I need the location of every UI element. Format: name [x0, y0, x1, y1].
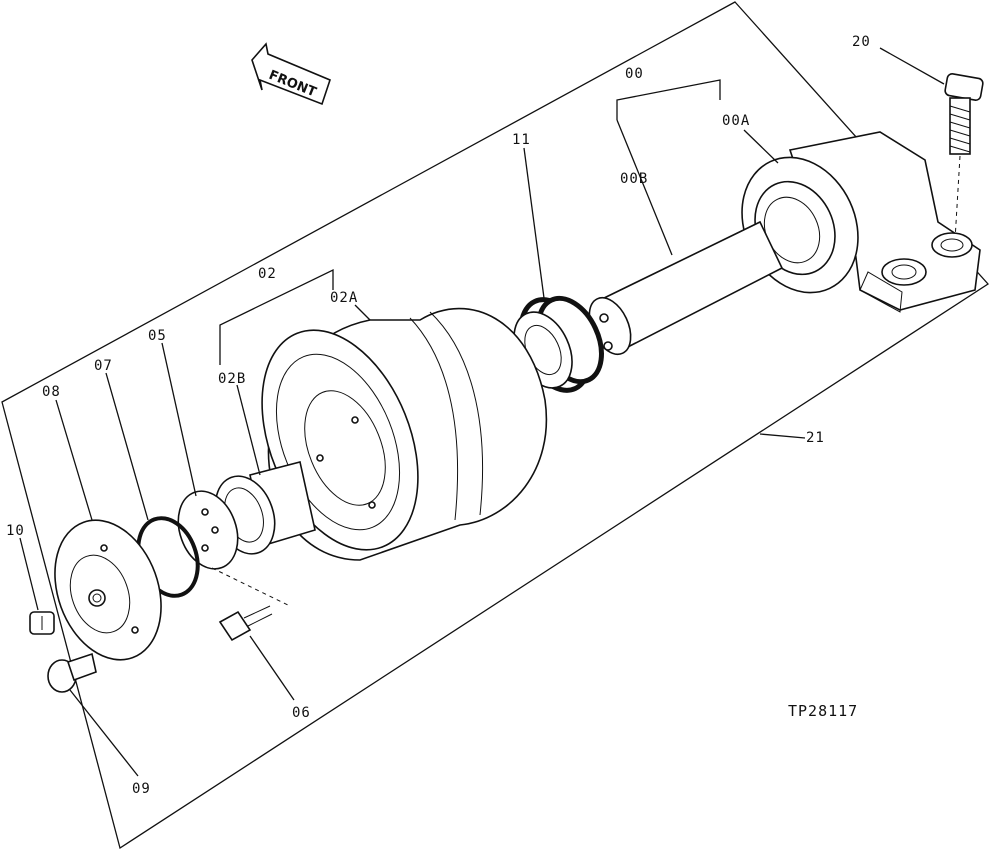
callout-02b: 02B [218, 371, 246, 387]
callout-06: 06 [292, 705, 311, 721]
callout-11: 11 [512, 132, 531, 148]
part-screw-09 [47, 652, 97, 693]
callout-02: 02 [258, 266, 277, 282]
callout-00: 00 [625, 66, 644, 82]
callout-07: 07 [94, 358, 113, 374]
part-plug-06 [211, 567, 291, 642]
callout-10: 10 [6, 523, 25, 539]
leader-lines [19, 47, 945, 777]
callout-05: 05 [148, 328, 167, 344]
figure-reference-code: TP28117 [788, 702, 858, 720]
callout-20: 20 [852, 34, 871, 50]
part-shaft-00 [588, 131, 981, 356]
callout-21: 21 [806, 430, 825, 446]
callout-02a: 02A [330, 290, 358, 306]
callout-09: 09 [132, 781, 151, 797]
callout-08: 08 [42, 384, 61, 400]
part-fitting-10 [29, 611, 55, 635]
part-bolt-20 [944, 73, 984, 241]
part-roller-02 [214, 307, 548, 561]
part-cap-08 [54, 519, 162, 661]
callout-00a: 00A [722, 113, 750, 129]
callout-00b: 00B [620, 171, 648, 187]
front-arrow: FRONT [251, 42, 331, 106]
